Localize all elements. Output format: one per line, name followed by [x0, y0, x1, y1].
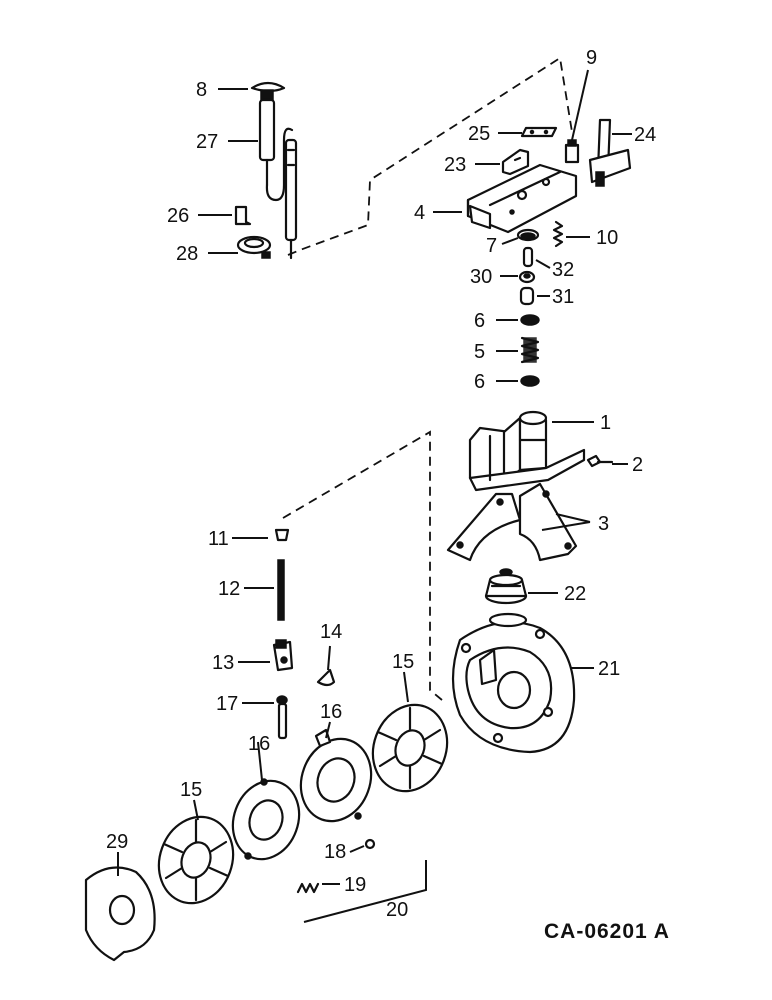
part-22-pulley [484, 568, 528, 605]
callout-31: 31 [552, 286, 574, 308]
callout-1: 1 [600, 412, 611, 434]
part-7-washer [516, 228, 540, 242]
part-15-disc-right [371, 703, 449, 793]
callout-11: 11 [208, 528, 229, 550]
part-28-clamp [236, 235, 272, 259]
part-18-ball [364, 838, 376, 850]
connector-shaft-bottom [282, 430, 443, 701]
part-2-bolt [586, 454, 614, 468]
callout-19: 19 [344, 874, 366, 896]
part-3-support-brackets [446, 482, 578, 562]
callout-23: 23 [444, 154, 466, 176]
callout-16-left: 16 [248, 733, 270, 755]
connector-cable-top [287, 56, 573, 256]
callout-6-lower: 6 [474, 371, 485, 393]
part-23-bracket [501, 148, 530, 176]
callout-30: 30 [470, 266, 492, 288]
callout-14: 14 [320, 621, 342, 643]
part-25-pin [520, 126, 558, 138]
part-11-cap [274, 528, 290, 542]
part-9-clevis [564, 139, 580, 164]
part-32-pin [522, 246, 534, 268]
callout-25: 25 [468, 123, 490, 145]
part-29-cover [84, 866, 156, 962]
callout-20: 20 [386, 899, 408, 921]
callout-22: 22 [564, 583, 586, 605]
part-24-lever [588, 118, 632, 187]
part-14-cam [316, 668, 336, 687]
part-4-mounting-bracket [466, 163, 578, 234]
part-19-spring [296, 882, 320, 894]
callout-4: 4 [414, 202, 425, 224]
part-21-housing [451, 612, 576, 754]
part-6-retainer-upper [520, 314, 540, 326]
part-8-knob [250, 81, 286, 101]
part-16-plate-right [299, 728, 373, 823]
part-17-pin [276, 695, 288, 740]
part-30-washer [518, 270, 536, 284]
callout-7: 7 [486, 235, 497, 257]
callout-18: 18 [324, 841, 346, 863]
callout-26: 26 [167, 205, 189, 227]
part-1-main-bracket [468, 410, 586, 492]
callouts: 8 27 26 28 9 25 24 23 4 10 7 32 30 31 6 … [106, 47, 656, 921]
leader-lines [117, 69, 632, 885]
drawing-code: CA-06201 A [544, 920, 670, 943]
part-20-group-bracket [303, 860, 427, 923]
callout-27: 27 [196, 131, 218, 153]
callout-15-left: 15 [180, 779, 202, 801]
part-31-bushing [519, 286, 535, 306]
callout-32: 32 [552, 259, 574, 281]
callout-17: 17 [216, 693, 238, 715]
callout-15-right: 15 [392, 651, 414, 673]
part-6-retainer-lower [520, 375, 540, 387]
part-26-clip [234, 205, 252, 226]
callout-3: 3 [598, 513, 609, 535]
callout-10: 10 [596, 227, 618, 249]
callout-24: 24 [634, 124, 656, 146]
callout-16-right: 16 [320, 701, 342, 723]
part-16-plate-left [231, 778, 301, 861]
callout-13: 13 [212, 652, 234, 674]
callout-8: 8 [196, 79, 207, 101]
part-5-spring [520, 336, 540, 364]
callout-9: 9 [586, 47, 597, 69]
part-12-rod [277, 559, 285, 621]
callout-28: 28 [176, 243, 198, 265]
part-13-yoke [272, 639, 294, 672]
part-27-control-cable [258, 98, 298, 260]
part-10-spring [552, 220, 564, 248]
callout-12: 12 [218, 578, 240, 600]
callout-2: 2 [632, 454, 643, 476]
callout-5: 5 [474, 341, 485, 363]
part-15-disc-left [157, 815, 235, 905]
callout-6-upper: 6 [474, 310, 485, 332]
callout-29: 29 [106, 831, 128, 853]
callout-21: 21 [598, 658, 620, 680]
